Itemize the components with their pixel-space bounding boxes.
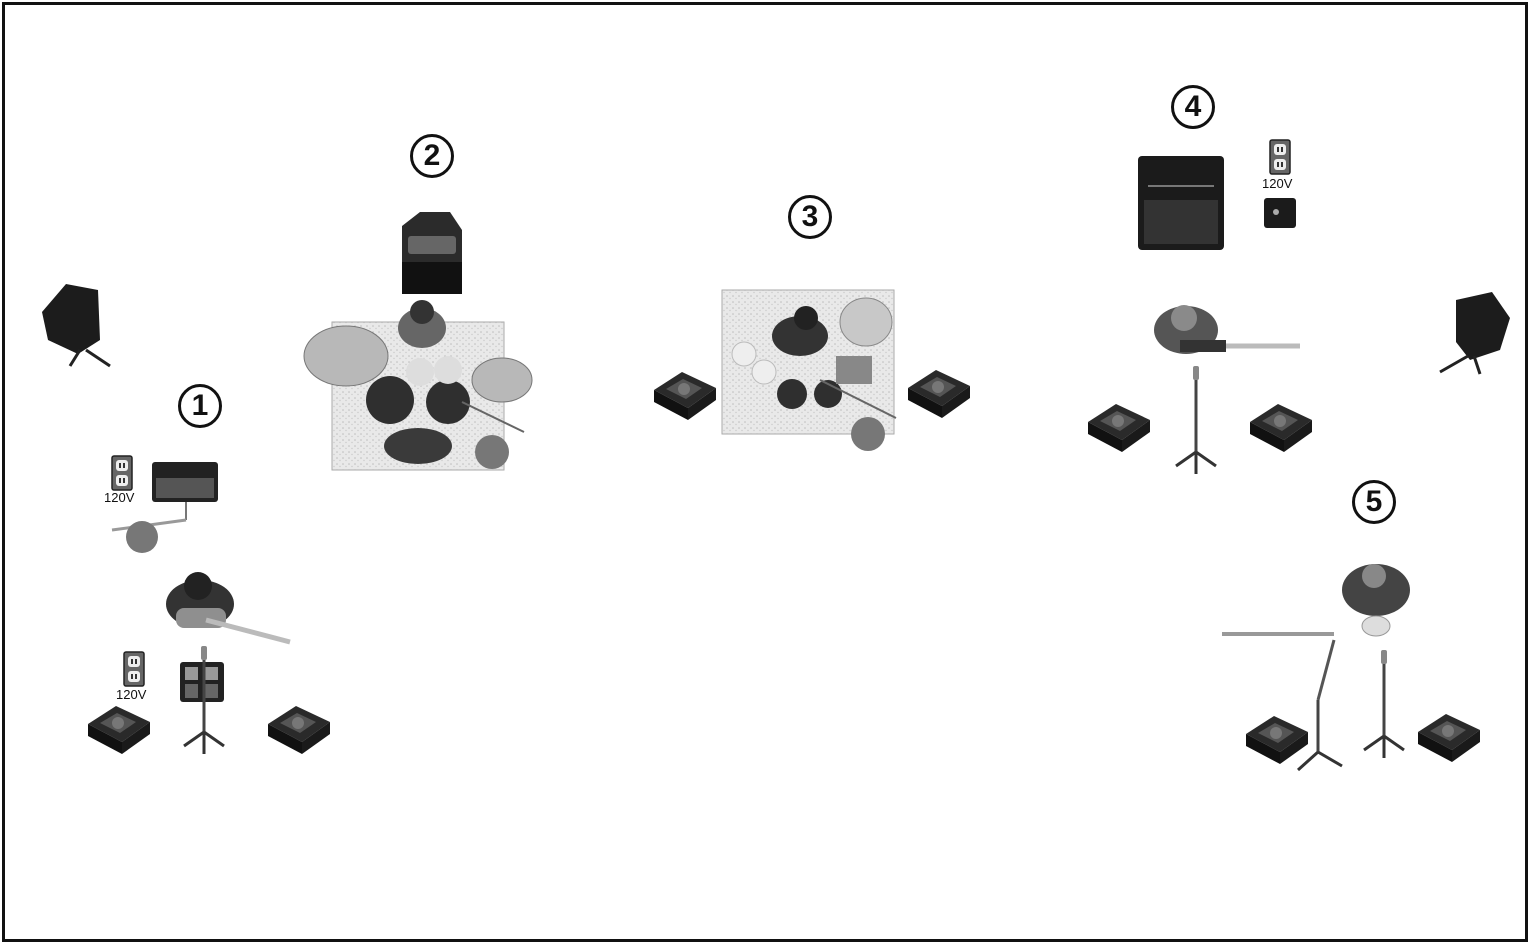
monitor-wedge-icon-3a xyxy=(654,372,716,420)
bass-cabinet-icon xyxy=(1138,156,1224,250)
position-number-5: 5 xyxy=(1352,480,1396,524)
position-number-3: 3 xyxy=(788,195,832,239)
pedalboard-icon xyxy=(180,662,224,702)
bassist-icon xyxy=(1154,305,1300,354)
monitor-wedge-icon-1a xyxy=(88,706,150,754)
guitar-amp-icon xyxy=(152,462,218,520)
di-box-icon xyxy=(1264,198,1296,228)
outlet-icon-4 xyxy=(1270,140,1290,174)
voltage-label-4: 120V xyxy=(1262,176,1292,191)
monitor-wedge-icon-3b xyxy=(908,370,970,418)
outlet-icon-1a xyxy=(112,456,132,490)
monitor-wedge-icon-4a xyxy=(1088,404,1150,452)
position-number-1: 1 xyxy=(178,384,222,428)
monitor-wedge-icon-4b xyxy=(1250,404,1312,452)
mic-stand-boom-icon-5 xyxy=(1298,640,1342,770)
monitor-wedge-icon-5a xyxy=(1246,716,1308,764)
drum-monitor-icon xyxy=(402,212,462,294)
monitor-wedge-icon-5b xyxy=(1418,714,1480,762)
voltage-label-1a: 120V xyxy=(104,490,134,505)
guitarist-icon xyxy=(166,572,290,642)
position-number-4: 4 xyxy=(1171,85,1215,129)
main-speaker-right-icon xyxy=(1440,292,1510,374)
position-number-2: 2 xyxy=(410,134,454,178)
main-speaker-left-icon xyxy=(42,284,110,366)
voltage-label-1b: 120V xyxy=(116,687,146,702)
mic-stand-icon-4 xyxy=(1176,366,1216,474)
amp-mic-icon xyxy=(112,520,186,553)
mic-stand-icon-5 xyxy=(1364,650,1404,758)
flutist-icon xyxy=(1342,564,1410,636)
outlet-icon-1b xyxy=(124,652,144,686)
monitor-wedge-icon-1b xyxy=(268,706,330,754)
